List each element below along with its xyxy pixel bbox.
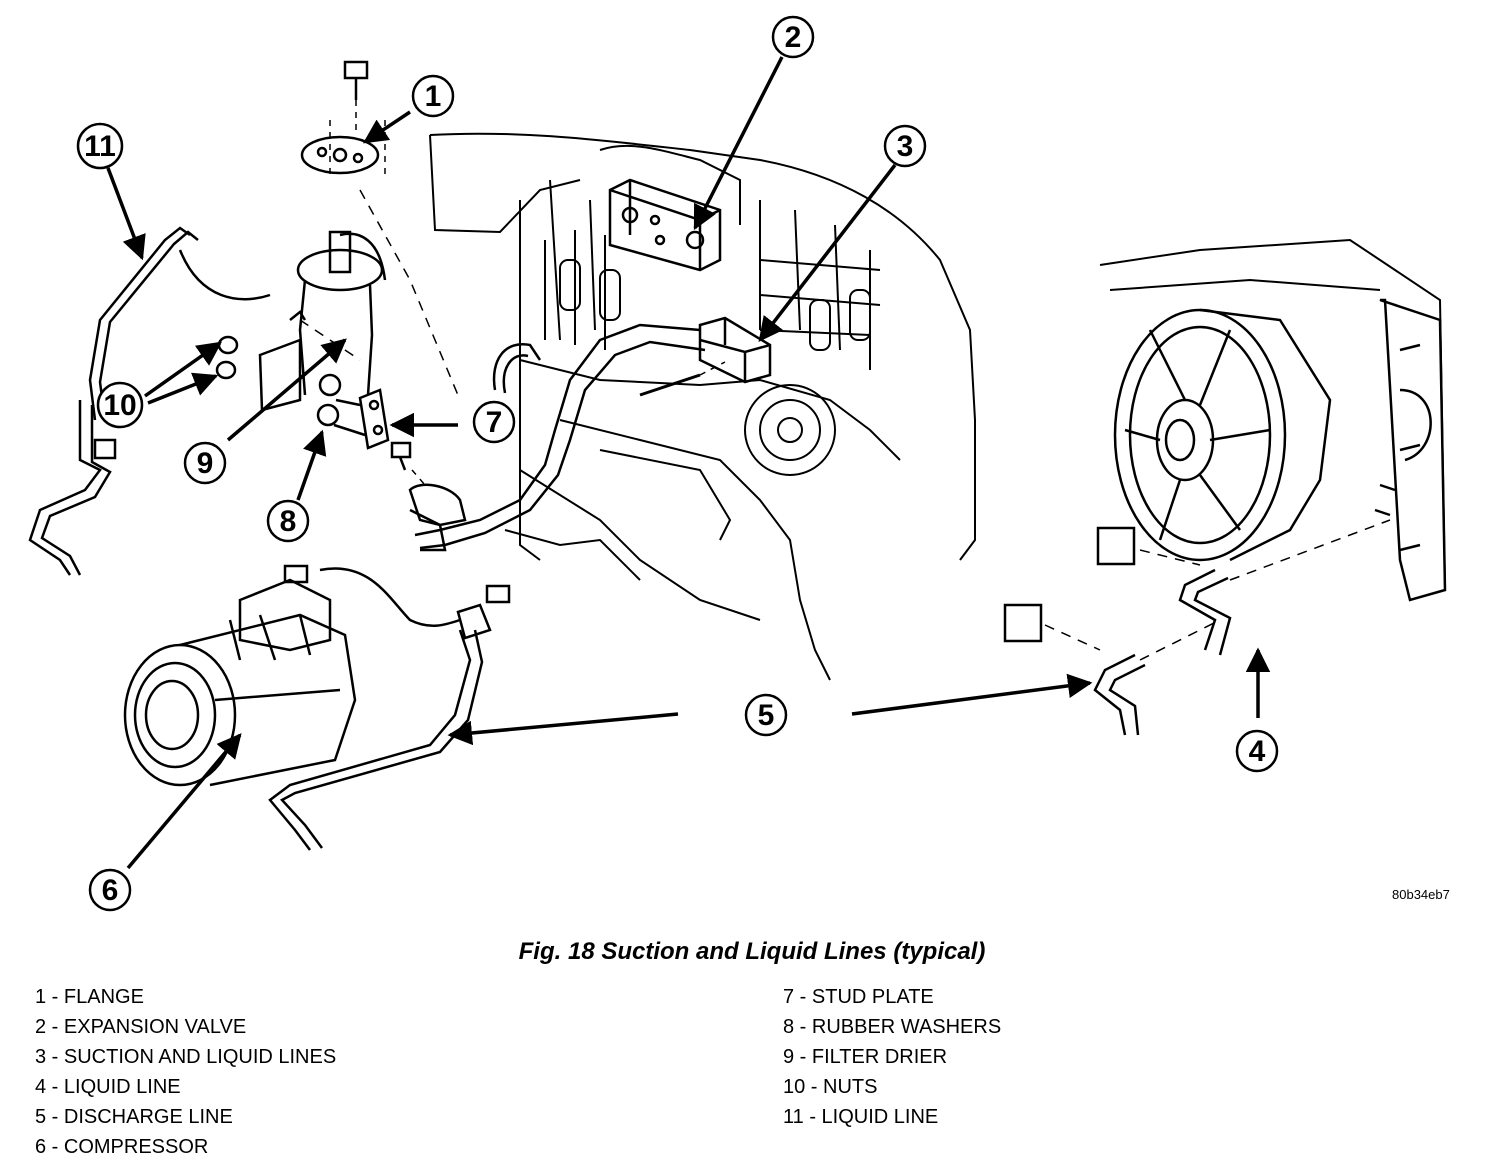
svg-text:6: 6 — [102, 874, 119, 907]
stud-plate — [358, 388, 390, 450]
callouts: 1 2 3 4 5 6 7 8 9 10 11 — [76, 15, 1279, 912]
rubber-washer-lower — [316, 403, 340, 427]
callout-11: 11 — [76, 122, 124, 170]
flange-bolt — [343, 60, 369, 80]
compressor-assembly — [123, 564, 511, 851]
engine-compartment — [299, 132, 1446, 681]
arrow-9 — [226, 338, 347, 442]
liquid-line-11 — [88, 226, 191, 421]
nut-lower — [215, 360, 237, 380]
legend-item: 4 - LIQUID LINE — [35, 1076, 181, 1098]
callout-6: 6 — [88, 868, 132, 912]
svg-text:10: 10 — [103, 389, 136, 422]
svg-text:3: 3 — [897, 130, 914, 163]
arrow-6 — [126, 733, 242, 870]
line-clip-lower — [1003, 603, 1043, 643]
exploded-diagram: 1 2 3 4 5 6 7 8 9 10 11 — [28, 15, 1447, 912]
callout-1: 1 — [411, 74, 455, 118]
callout-4: 4 — [1235, 729, 1279, 773]
expansion-valve — [608, 178, 722, 272]
legend-item: 2 - EXPANSION VALVE — [35, 1016, 247, 1038]
figure-caption: Fig. 18 Suction and Liquid Lines (typica… — [518, 938, 986, 965]
line-clip-upper — [1096, 526, 1136, 566]
radiator-side — [1379, 298, 1447, 602]
arrow-5-right — [851, 673, 1093, 716]
svg-text:7: 7 — [486, 406, 503, 439]
svg-text:9: 9 — [197, 447, 214, 480]
callout-7: 7 — [472, 400, 516, 444]
arrow-10-lower — [147, 372, 219, 405]
rubber-washer-upper — [318, 373, 342, 397]
discharge-line — [268, 629, 472, 851]
radiator-fan-assembly — [1003, 298, 1447, 736]
svg-text:1: 1 — [425, 80, 442, 113]
arrow-10-upper — [143, 341, 223, 398]
legend-item: 8 - RUBBER WASHERS — [783, 1016, 1002, 1038]
flange — [300, 135, 380, 175]
arrow-8 — [296, 429, 327, 501]
callout-2: 2 — [771, 15, 815, 59]
callout-8: 8 — [266, 499, 310, 543]
legend-item: 10 - NUTS — [783, 1076, 878, 1098]
svg-text:4: 4 — [1249, 735, 1266, 768]
svg-text:8: 8 — [280, 505, 297, 538]
legend-item: 1 - FLANGE — [35, 986, 144, 1008]
svg-text:11: 11 — [84, 130, 116, 163]
legend-item: 5 - DISCHARGE LINE — [35, 1106, 233, 1128]
compressor-body — [179, 613, 357, 787]
liquid-line-4 — [1178, 568, 1217, 651]
compressor-clutch — [123, 643, 237, 787]
figure-code: 80b34eb7 — [1392, 887, 1450, 902]
suction-liquid-lines — [408, 178, 772, 552]
arrow-3 — [758, 163, 897, 342]
svg-text:5: 5 — [758, 699, 775, 732]
legend-item: 3 - SUCTION AND LIQUID LINES — [35, 1046, 337, 1068]
filter-drier-assembly — [28, 60, 426, 576]
arrow-2 — [693, 56, 784, 231]
callout-3: 3 — [883, 124, 927, 168]
legend-item: 9 - FILTER DRIER — [783, 1046, 948, 1068]
callout-arrows — [106, 56, 1271, 870]
arrow-5-left — [447, 712, 679, 746]
legend-right-column: 7 - STUD PLATE 8 - RUBBER WASHERS 9 - FI… — [783, 982, 1001, 1132]
arrow-1 — [362, 110, 411, 144]
arrow-11 — [106, 167, 146, 261]
svg-text:2: 2 — [785, 21, 802, 54]
callout-9: 9 — [183, 441, 227, 485]
callout-5: 5 — [744, 693, 788, 737]
legend-left-column: 1 - FLANGE 2 - EXPANSION VALVE 3 - SUCTI… — [35, 982, 336, 1162]
legend-item: 11 - LIQUID LINE — [783, 1106, 939, 1128]
callout-10: 10 — [96, 381, 144, 429]
legend-item: 7 - STUD PLATE — [783, 986, 934, 1008]
legend-item: 6 - COMPRESSOR — [35, 1136, 209, 1158]
nut-upper — [217, 335, 239, 355]
